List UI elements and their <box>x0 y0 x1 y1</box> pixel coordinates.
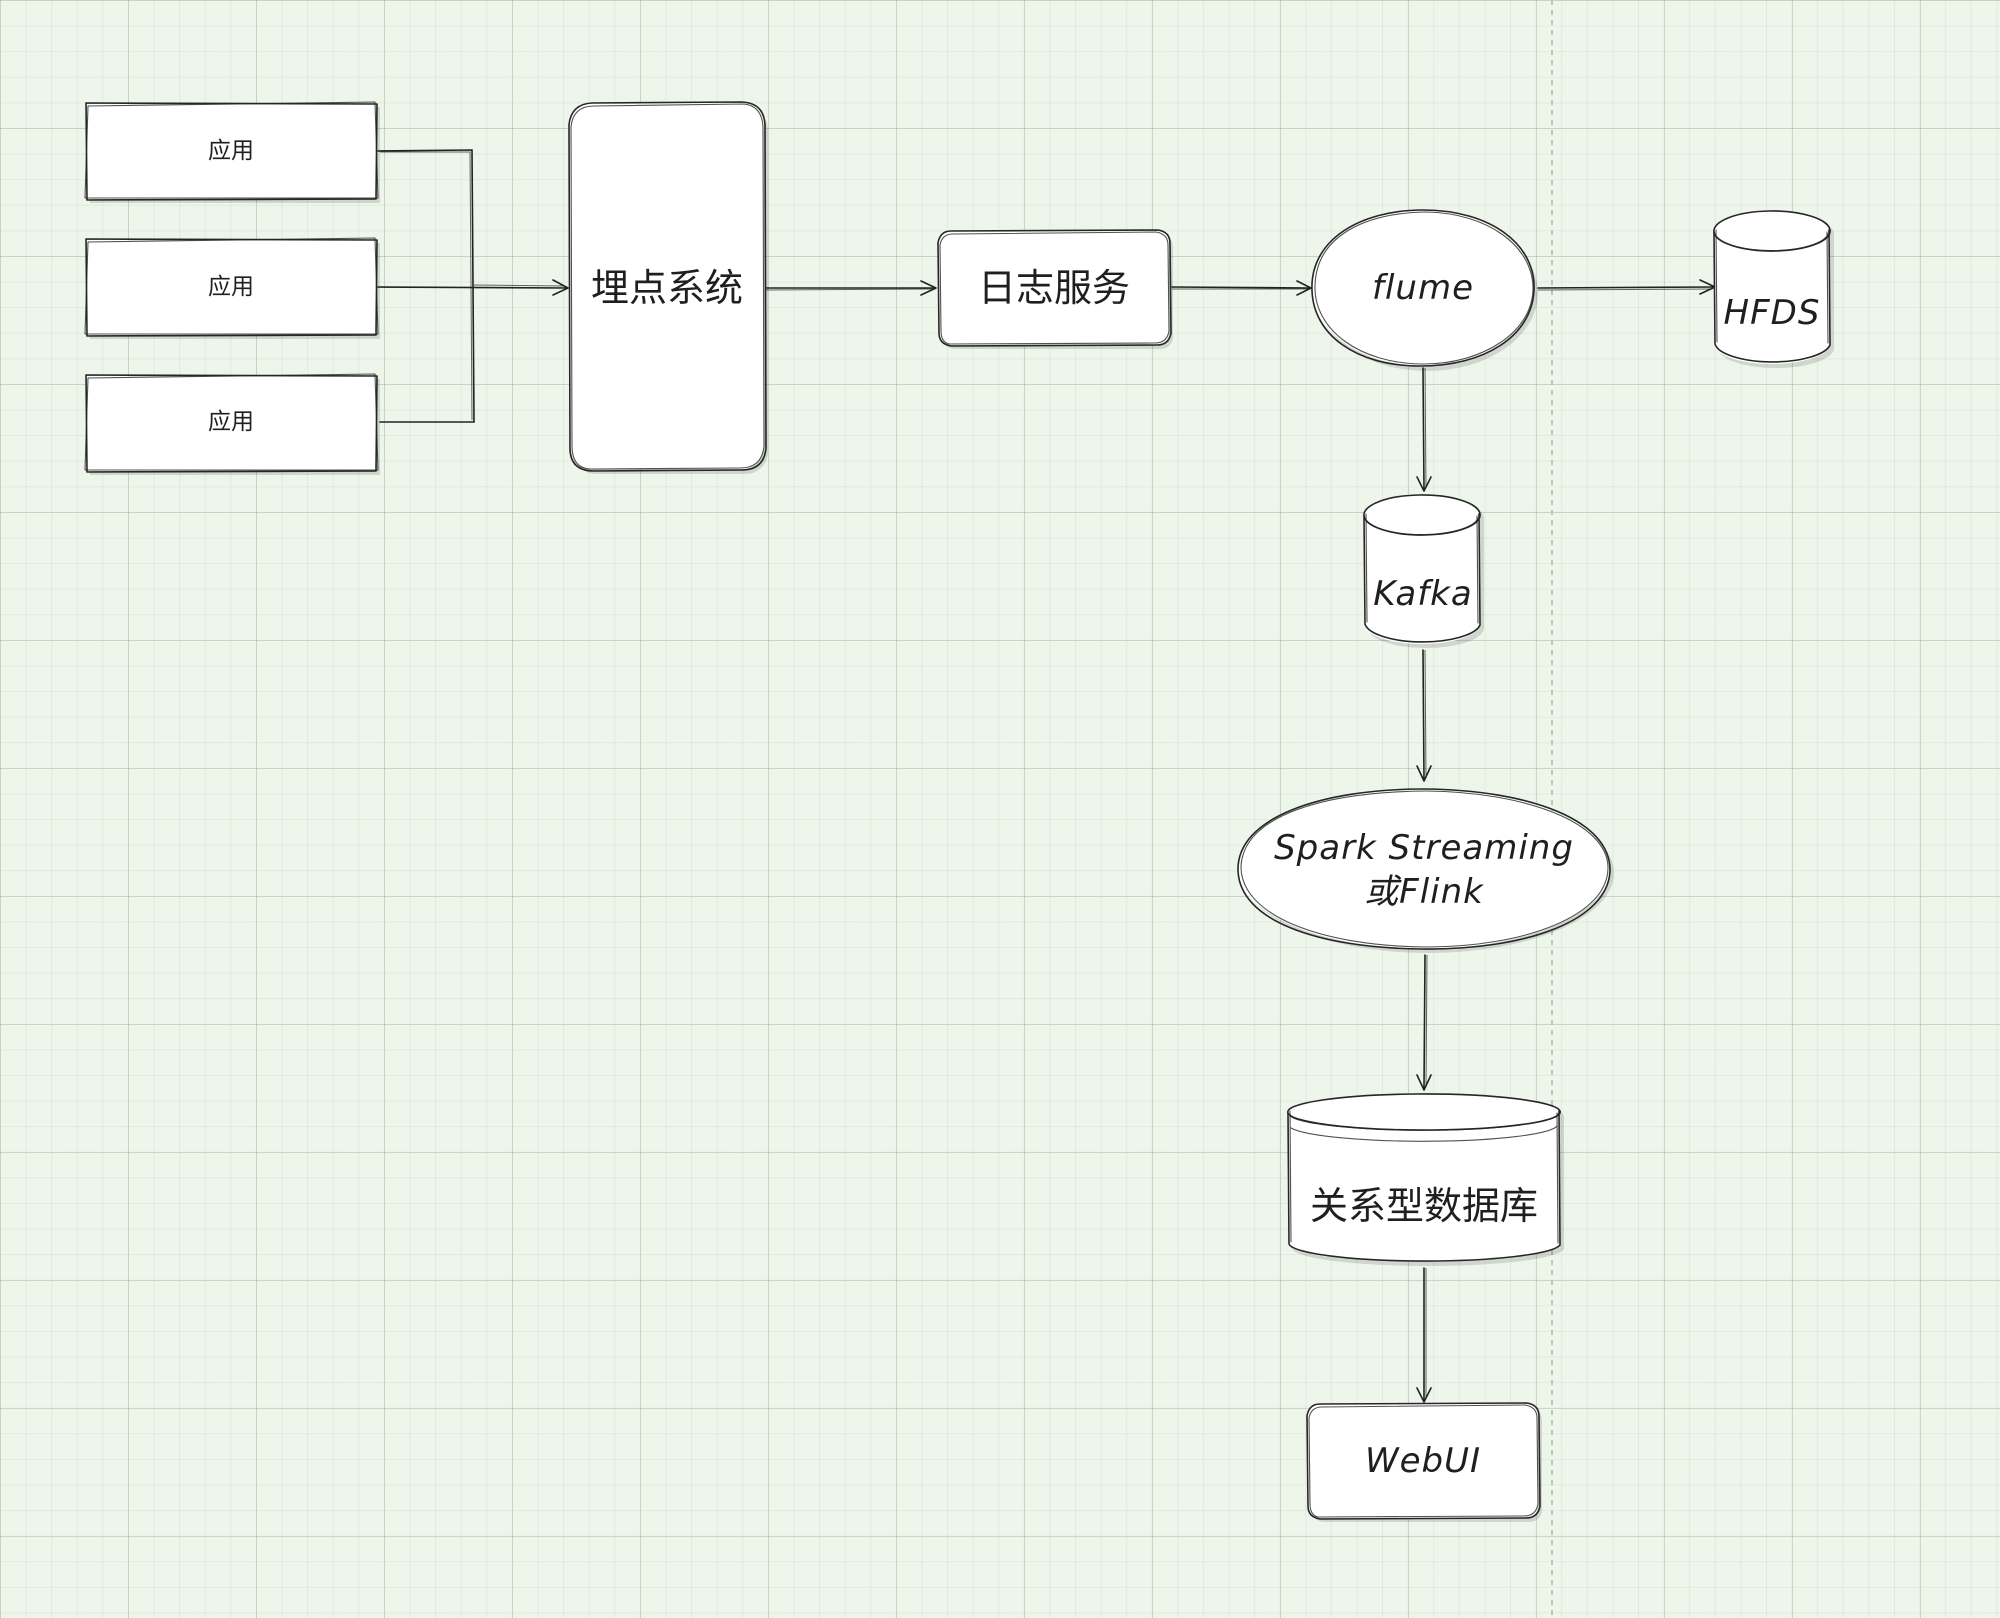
log-service-label: 日志服务 <box>978 266 1130 310</box>
stream-processing-label-line1: Spark Streaming <box>1274 828 1574 868</box>
arrowhead <box>552 279 569 296</box>
app-label-1: 应用 <box>208 138 254 164</box>
edge-flume-to-kafka[interactable] <box>1416 367 1432 492</box>
kafka-label: Kafka <box>1373 574 1472 614</box>
hfds-label: HFDS <box>1724 293 1821 333</box>
edge-log-to-flume[interactable] <box>1171 280 1312 296</box>
flume-node[interactable]: flume <box>1311 209 1538 371</box>
webui-node[interactable]: WebUI <box>1306 1402 1542 1522</box>
log-service-node[interactable]: 日志服务 <box>937 229 1173 349</box>
edge-kafka-to-stream[interactable] <box>1416 649 1432 782</box>
edge-tracking-to-log[interactable] <box>765 280 937 296</box>
app-node-1[interactable]: 应用 <box>84 101 380 203</box>
arrowhead <box>1296 280 1312 296</box>
stream-processing-label-line2: 或Flink <box>1364 872 1484 912</box>
arrowhead <box>1416 476 1432 492</box>
hfds-node[interactable]: HFDS <box>1713 210 1834 368</box>
stream-processing-node[interactable]: Spark Streaming 或Flink <box>1237 788 1614 953</box>
kafka-node[interactable]: Kafka <box>1363 494 1484 648</box>
flume-label: flume <box>1372 268 1474 308</box>
edge-stream-to-db[interactable] <box>1416 954 1432 1091</box>
relational-db-node[interactable]: 关系型数据库 <box>1287 1093 1564 1266</box>
app-node-3[interactable]: 应用 <box>84 373 380 475</box>
arrowhead <box>1416 1074 1432 1091</box>
app-label-2: 应用 <box>208 274 254 300</box>
relational-db-label: 关系型数据库 <box>1310 1184 1538 1228</box>
webui-label: WebUI <box>1365 1441 1481 1481</box>
app-node-2[interactable]: 应用 <box>84 237 380 339</box>
tracking-system-node[interactable]: 埋点系统 <box>568 101 768 474</box>
edge-flume-to-hfds[interactable] <box>1537 279 1716 295</box>
tracking-system-label: 埋点系统 <box>591 266 743 310</box>
arrowhead <box>1416 1387 1432 1403</box>
edge-apps-to-tracking[interactable] <box>377 149 569 423</box>
arrowhead <box>1416 765 1432 782</box>
app-label-3: 应用 <box>208 409 254 435</box>
arrowhead <box>920 280 937 296</box>
edge-db-to-webui[interactable] <box>1416 1267 1432 1403</box>
